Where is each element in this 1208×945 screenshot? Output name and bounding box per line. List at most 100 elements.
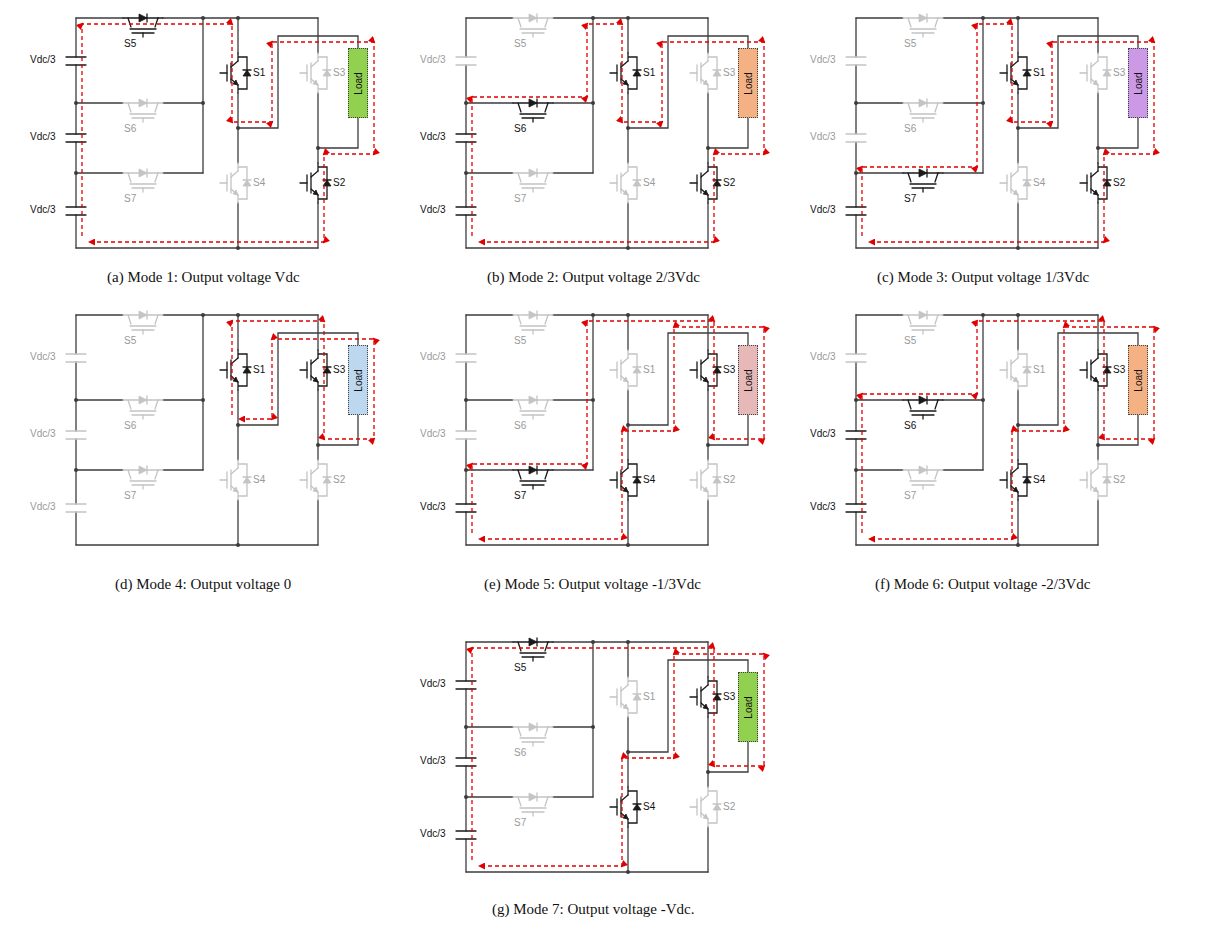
switch-symbol (548, 796, 553, 797)
wire (466, 796, 513, 797)
igbt-symbol (1011, 189, 1018, 195)
switch-gate (532, 485, 533, 489)
capacitor-label: Vdc/3 (420, 755, 446, 767)
wire (982, 18, 983, 173)
switch-symbol (545, 315, 548, 324)
wire (76, 172, 123, 173)
switch-label: S2 (723, 177, 735, 189)
wire (75, 215, 76, 248)
wire (856, 469, 903, 470)
diode-symbol (633, 179, 641, 180)
wire (1017, 18, 1018, 53)
capacitor-symbol (456, 838, 476, 839)
switch-symbol (128, 315, 131, 324)
igbt-gate (300, 182, 307, 183)
switch-symbol (520, 113, 546, 114)
capacitor-label: Vdc/3 (420, 351, 446, 363)
wire (75, 362, 76, 431)
igbt-gate (300, 72, 307, 73)
igbt-gate (300, 479, 307, 480)
junction-dot (626, 543, 630, 547)
junction-dot (236, 126, 240, 130)
switch-symbol (520, 183, 546, 184)
capacitor-label: Vdc/3 (30, 351, 56, 363)
inverter-circuit (456, 14, 764, 250)
diode-symbol (633, 694, 641, 700)
current-path (82, 24, 374, 242)
switch-symbol (155, 470, 158, 479)
switch-symbol (128, 400, 131, 409)
switch-symbol (520, 28, 546, 29)
current-path (472, 648, 764, 866)
junction-dot (464, 171, 468, 175)
switch-label: S6 (514, 747, 526, 759)
junction-dot (236, 246, 240, 250)
igbt-arrow (1013, 487, 1018, 492)
diode-symbol (1103, 476, 1111, 477)
switch-symbol (938, 314, 943, 315)
diode-symbol (139, 466, 147, 474)
figure-caption: (b) Mode 2: Output voltage 2/3Vdc (487, 268, 700, 286)
switch-symbol (518, 103, 521, 112)
wire (466, 544, 708, 545)
diode-symbol (146, 466, 147, 474)
diode-symbol (1023, 179, 1031, 180)
switch-label: S7 (514, 490, 526, 502)
wire (465, 315, 466, 354)
diode-symbol (536, 723, 537, 731)
igbt-arrow (233, 377, 238, 382)
switch-symbol (935, 400, 938, 409)
diode-symbol (713, 804, 721, 810)
diode-symbol (529, 169, 537, 177)
wire (76, 17, 123, 18)
switch-label: S7 (904, 193, 916, 205)
diode-symbol (139, 311, 147, 319)
diode-symbol (146, 99, 147, 107)
diode-symbol (536, 99, 537, 107)
switch-label: S4 (643, 474, 655, 486)
switch-label: S4 (1033, 177, 1045, 189)
diode-symbol (529, 396, 537, 404)
diode-symbol (529, 99, 537, 107)
junction-dot (74, 468, 78, 472)
switch-symbol (158, 399, 163, 400)
capacitor-symbol (66, 361, 86, 362)
wire (707, 827, 708, 872)
switch-label: S1 (1033, 67, 1045, 79)
switch-label: S7 (904, 490, 916, 502)
switch-gate (532, 330, 533, 334)
wire (553, 102, 593, 103)
wire (1017, 500, 1018, 545)
capacitor-symbol (456, 430, 476, 431)
switch-symbol (158, 469, 163, 470)
switch-symbol (545, 797, 548, 806)
capacitor-symbol (456, 133, 476, 134)
junction-dot (981, 16, 985, 20)
switch-symbol (520, 325, 546, 326)
switch-label: S7 (124, 490, 136, 502)
switch-gate (142, 188, 143, 192)
capacitor-label: Vdc/3 (30, 131, 56, 143)
switch-label: S4 (253, 177, 265, 189)
capacitor-symbol (66, 438, 86, 439)
wire (553, 314, 593, 315)
wire (627, 642, 628, 677)
igbt-symbol (621, 703, 628, 709)
capacitor-label: Vdc/3 (30, 501, 56, 513)
junction-dot (626, 640, 630, 644)
wire (593, 17, 708, 18)
junction-dot (626, 246, 630, 250)
igbt-arrow (1093, 377, 1098, 382)
wire (708, 118, 748, 148)
switch-label: S6 (124, 123, 136, 135)
junction-dot (706, 146, 710, 150)
switch-symbol (910, 28, 936, 29)
igbt-symbol (701, 171, 708, 177)
capacitor-symbol (66, 503, 86, 504)
diode-symbol (633, 70, 641, 76)
igbt-gate (220, 182, 227, 183)
junction-dot (591, 313, 595, 317)
wire (238, 36, 358, 128)
capacitor-symbol (846, 503, 866, 504)
switch-label: S6 (514, 123, 526, 135)
